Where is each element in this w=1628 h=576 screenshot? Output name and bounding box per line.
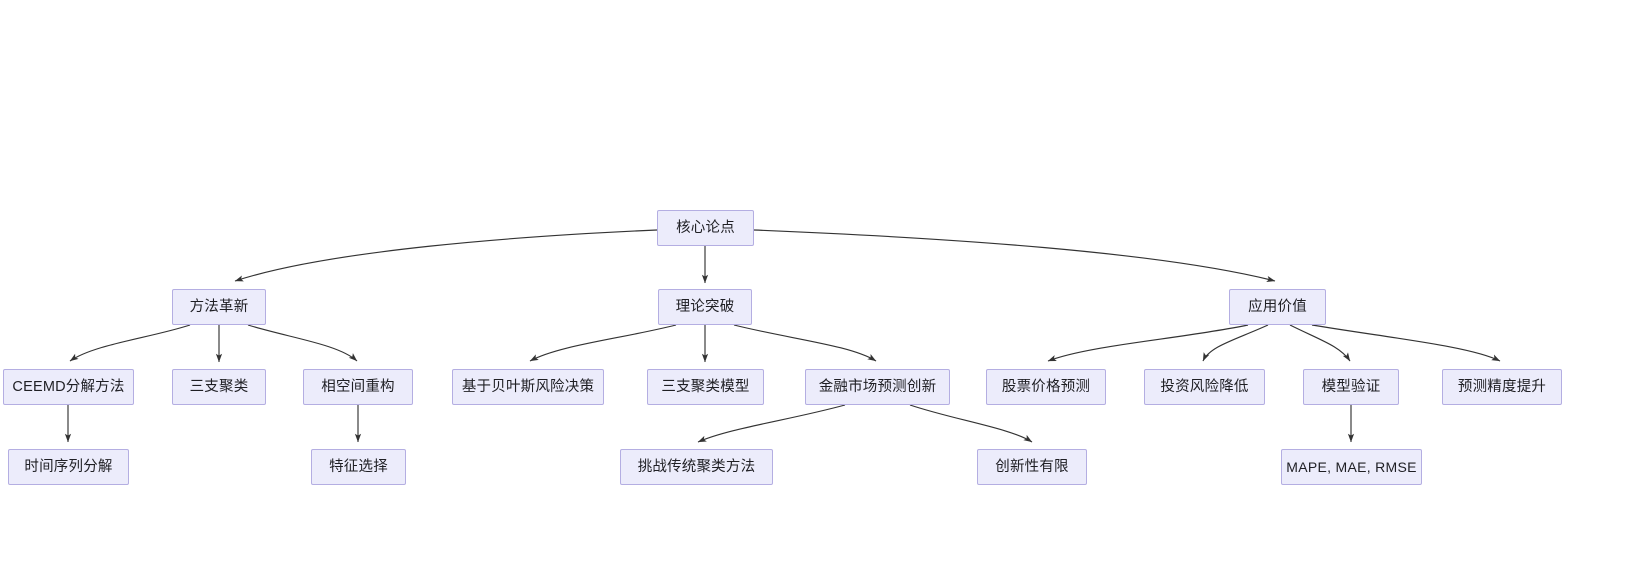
- edge-l3b3-to-l4b3b: [909, 404, 1033, 443]
- node-label: 三支聚类模型: [661, 378, 750, 395]
- node-label: 挑战传统聚类方法: [637, 458, 756, 475]
- node-label: 股票价格预测: [1001, 378, 1091, 395]
- node-l2c[interactable]: 应用价值: [1229, 289, 1326, 325]
- node-label: 时间序列分解: [24, 458, 113, 475]
- node-label: 方法革新: [189, 298, 249, 315]
- edge-l2b-to-l3b1: [529, 324, 677, 362]
- node-l2b[interactable]: 理论突破: [658, 289, 752, 325]
- edge-root-to-l2a: [234, 229, 658, 282]
- node-label: 预测精度提升: [1457, 378, 1547, 395]
- edge-l2c-to-l3c2: [1202, 324, 1269, 362]
- node-l3b3[interactable]: 金融市场预测创新: [805, 369, 950, 405]
- node-l3c2[interactable]: 投资风险降低: [1144, 369, 1265, 405]
- edge-root-to-l2c: [753, 229, 1276, 282]
- edge-l2c-to-l3c1: [1047, 324, 1249, 362]
- node-l4c3[interactable]: MAPE, MAE, RMSE: [1281, 449, 1422, 485]
- node-l3a1[interactable]: CEEMD分解方法: [3, 369, 134, 405]
- node-l4a3[interactable]: 特征选择: [311, 449, 406, 485]
- node-l2a[interactable]: 方法革新: [172, 289, 266, 325]
- node-label: 创新性有限: [995, 458, 1069, 475]
- node-label: 特征选择: [329, 458, 388, 475]
- node-l4b3a[interactable]: 挑战传统聚类方法: [620, 449, 773, 485]
- node-label: 相空间重构: [321, 378, 395, 395]
- node-label: 核心论点: [676, 219, 735, 236]
- node-label: 模型验证: [1321, 378, 1381, 395]
- edge-l3b3-to-l4b3a: [697, 404, 846, 443]
- node-l3c1[interactable]: 股票价格预测: [986, 369, 1106, 405]
- node-label: 应用价值: [1248, 298, 1307, 315]
- node-l3c4[interactable]: 预测精度提升: [1442, 369, 1562, 405]
- node-label: 基于贝叶斯风险决策: [461, 378, 595, 395]
- edge-l2c-to-l3c3: [1289, 324, 1351, 362]
- node-l3b1[interactable]: 基于贝叶斯风险决策: [452, 369, 604, 405]
- node-label: 三支聚类: [189, 378, 249, 395]
- node-label: MAPE, MAE, RMSE: [1286, 459, 1417, 475]
- node-l4a1[interactable]: 时间序列分解: [8, 449, 129, 485]
- node-l3c3[interactable]: 模型验证: [1303, 369, 1399, 405]
- node-l4b3b[interactable]: 创新性有限: [977, 449, 1087, 485]
- node-l3a3[interactable]: 相空间重构: [303, 369, 413, 405]
- node-l3a2[interactable]: 三支聚类: [172, 369, 266, 405]
- node-label: 金融市场预测创新: [818, 378, 937, 395]
- edge-l2a-to-l3a3: [247, 324, 358, 362]
- node-label: 投资风险降低: [1160, 378, 1249, 395]
- edge-l2c-to-l3c4: [1311, 324, 1501, 362]
- edge-l2a-to-l3a1: [69, 324, 191, 362]
- node-label: CEEMD分解方法: [12, 378, 125, 395]
- edges-group: [64, 229, 1501, 443]
- node-label: 理论突破: [675, 298, 735, 315]
- node-root[interactable]: 核心论点: [657, 210, 754, 246]
- node-l3b2[interactable]: 三支聚类模型: [647, 369, 764, 405]
- edge-l2b-to-l3b3: [733, 324, 877, 362]
